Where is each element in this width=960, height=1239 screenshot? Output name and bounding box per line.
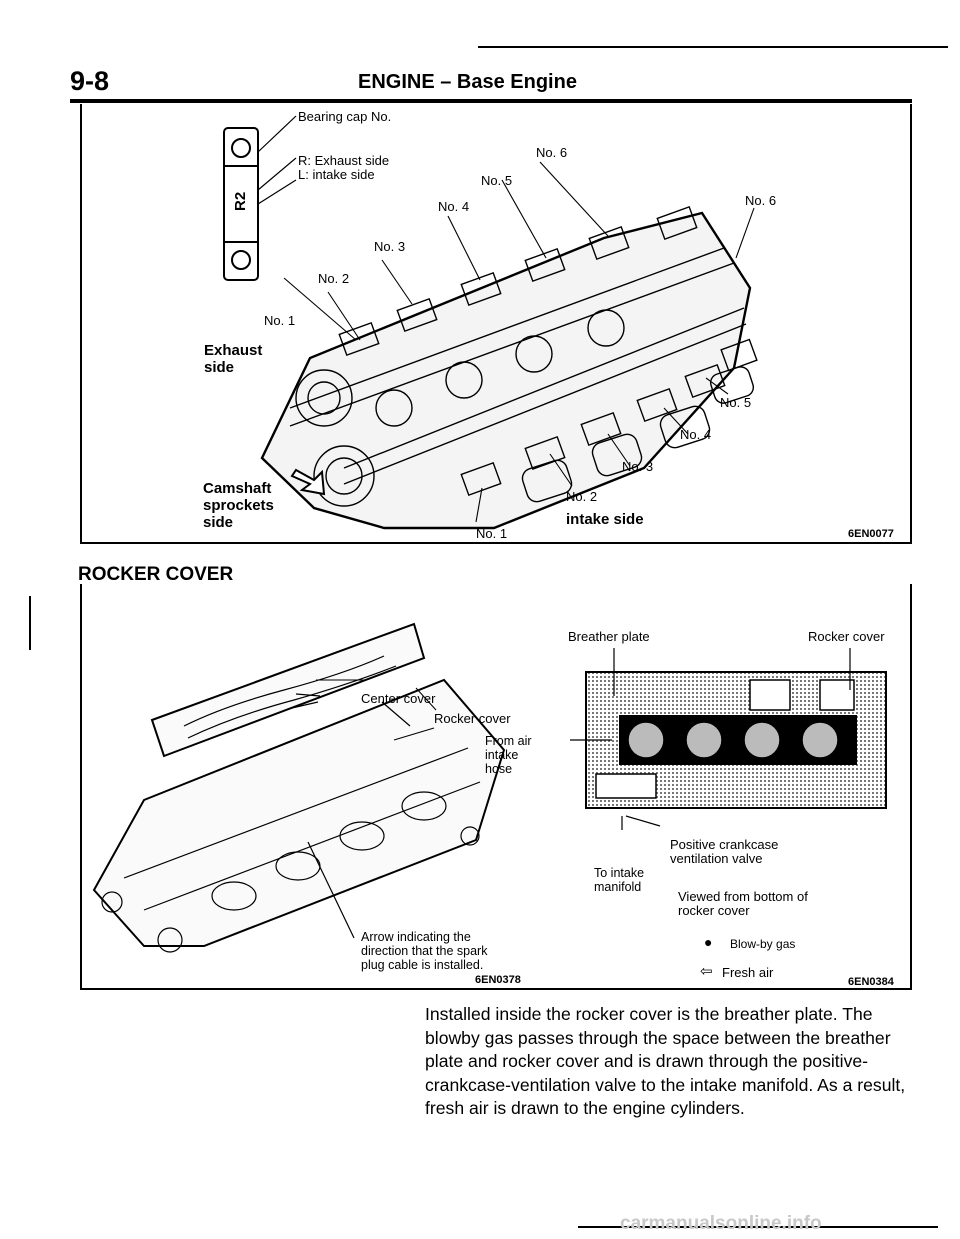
bottom-rule [578, 1226, 938, 1228]
camshaft-sprockets-side-label: Camshaft sprockets side [203, 480, 274, 531]
air-intake-hose-label: From air intake hose [485, 734, 532, 776]
legend-bullet-icon: ● [704, 934, 713, 950]
figure-code: 6EN0378 [475, 974, 521, 986]
cylinder-head-illustration: R2 [223, 115, 758, 530]
blowby-gas-label: Blow-by gas [730, 937, 796, 951]
cap-label-ex-6: No. 6 [536, 145, 568, 160]
pcv-valve-label: Positive crankcase ventilation valve [670, 837, 779, 866]
exhaust-side-key-label: R: Exhaust side [298, 153, 390, 168]
figure-code: 6EN0384 [848, 976, 894, 988]
body-paragraph: Installed inside the rocker cover is the… [425, 1004, 906, 1118]
arrow-icon [290, 468, 326, 496]
fig1-right-border [910, 104, 912, 544]
cap-label-ex-5: No. 5 [481, 173, 513, 188]
center-cover-label: Center cover [361, 691, 436, 706]
rocker-cover-label: Rocker cover [434, 711, 511, 726]
margin-rule [29, 596, 31, 650]
arrow-icon [307, 841, 355, 939]
rocker-cover-label: Rocker cover [808, 629, 885, 644]
intake-manifold-label: To intake manifold [594, 866, 645, 894]
cap-label-ex-2: No. 2 [318, 271, 350, 286]
fig1-bottom-border [80, 542, 912, 544]
spark-plug-direction-label: Arrow indicating the direction that the … [361, 930, 488, 972]
fresh-air-label: Fresh air [722, 965, 774, 980]
header-rule [70, 99, 912, 103]
cap-label-ex-4: No. 4 [438, 199, 470, 214]
figure-code: 6EN0077 [848, 528, 894, 540]
exhaust-side-label: Exhaust side [204, 342, 263, 376]
top-rule [478, 46, 948, 48]
fig2-bottom-border [80, 988, 912, 990]
rocker-cover-illustration [92, 622, 506, 953]
rocker-cover-bottom-illustration [570, 648, 887, 830]
section-title: ROCKER COVER [78, 564, 234, 585]
cap-label-in-4: No. 4 [680, 427, 712, 442]
bottom-view-label: Viewed from bottom of rocker cover [678, 889, 808, 918]
cap-label-in-3: No. 3 [622, 459, 654, 474]
fresh-air-arrow-icon: ⇦ [700, 963, 713, 980]
page-title: ENGINE – Base Engine [358, 71, 577, 93]
cap-label-in-1: No. 1 [476, 526, 508, 541]
fig1-left-border [80, 104, 82, 544]
bearing-cap-label: Bearing cap No. [298, 109, 392, 124]
fig2-right-border [910, 584, 912, 990]
watermark: carmanualsonline.info [620, 1213, 822, 1234]
intake-side-key-label: L: intake side [298, 167, 375, 182]
cap-label-in-2: No. 2 [566, 489, 598, 504]
cap-label-in-5: No. 5 [720, 395, 752, 410]
cap-label-ex-1: No. 1 [264, 313, 296, 328]
cap-label-ex-3: No. 3 [374, 239, 406, 254]
breather-plate-label: Breather plate [568, 629, 650, 644]
intake-side-label: intake side [566, 511, 644, 528]
svg-text:R2: R2 [232, 192, 249, 211]
page-number: 9-8 [70, 66, 110, 96]
fig2-left-border [80, 584, 82, 990]
cap-label-in-6: No. 6 [745, 193, 777, 208]
